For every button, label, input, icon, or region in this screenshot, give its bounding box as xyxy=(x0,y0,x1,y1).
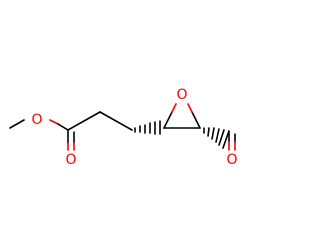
atom-carbonyl-oxygen: O xyxy=(65,152,76,168)
bond-epoxide-c3-o-b xyxy=(187,103,193,113)
bond-carbonyl-ch2 xyxy=(67,111,101,131)
bond-methyl-ester-o xyxy=(9,119,25,129)
bond-ester-o-carbonyl-c xyxy=(57,123,69,131)
bond-ch2-ch2 xyxy=(99,111,133,131)
bond-epoxide-c3-o-a xyxy=(191,111,201,129)
molecule-structure: O O O O xyxy=(9,87,238,168)
stereo-hash-wedge-right xyxy=(203,127,230,149)
bond-epoxide-c2-o-a xyxy=(163,111,173,129)
atom-ester-oxygen: O xyxy=(31,112,42,128)
atom-epoxide-oxygen: O xyxy=(176,87,187,103)
bond-epoxide-c2-o-b xyxy=(171,103,177,113)
stereo-hash-wedge-left xyxy=(134,120,161,135)
bond-ester-o-carbonyl-c-o-part xyxy=(49,119,59,125)
atom-aldehyde-oxygen: O xyxy=(226,152,237,168)
